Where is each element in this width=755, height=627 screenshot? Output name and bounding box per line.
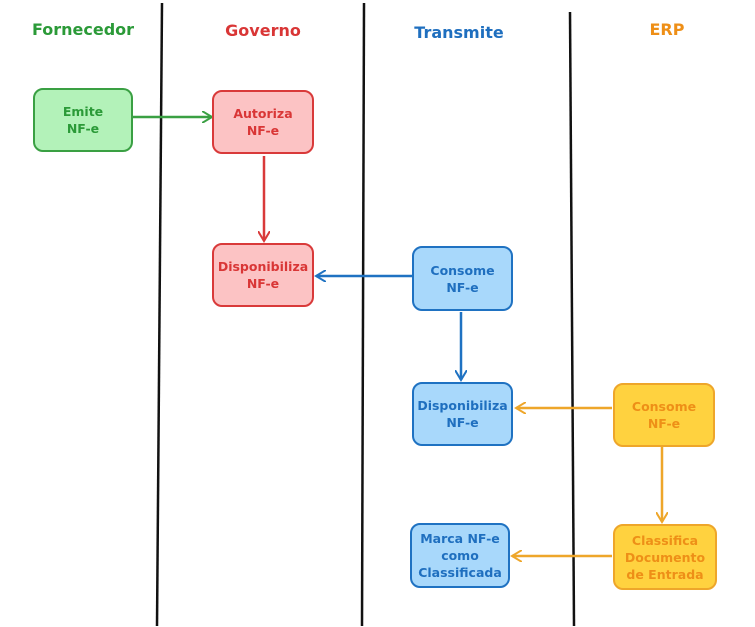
lane-title-erp: ERP [649,20,685,39]
node-transmite-disponibiliza-nfe: Disponibiliza NF-e [412,382,513,446]
node-autoriza-nfe: Autoriza NF-e [212,90,314,154]
lane-title-governo: Governo [225,21,301,40]
node-governo-disponibiliza-nfe: Disponibiliza NF-e [212,243,314,307]
lane-divider-2 [360,2,366,627]
lane-title-transmite: Transmite [414,23,504,42]
node-erp-consome-nfe: Consome NF-e [613,383,715,447]
node-marca-nfe-classificada: Marca NF-e como Classificada [410,523,510,588]
node-emite-nfe: Emite NF-e [33,88,133,152]
node-classifica-documento-entrada: Classifica Documento de Entrada [613,524,717,590]
lane-divider-3 [568,11,576,627]
lane-title-fornecedor: Fornecedor [31,20,135,39]
lane-divider-1 [155,2,164,627]
node-transmite-consome-nfe: Consome NF-e [412,246,513,311]
